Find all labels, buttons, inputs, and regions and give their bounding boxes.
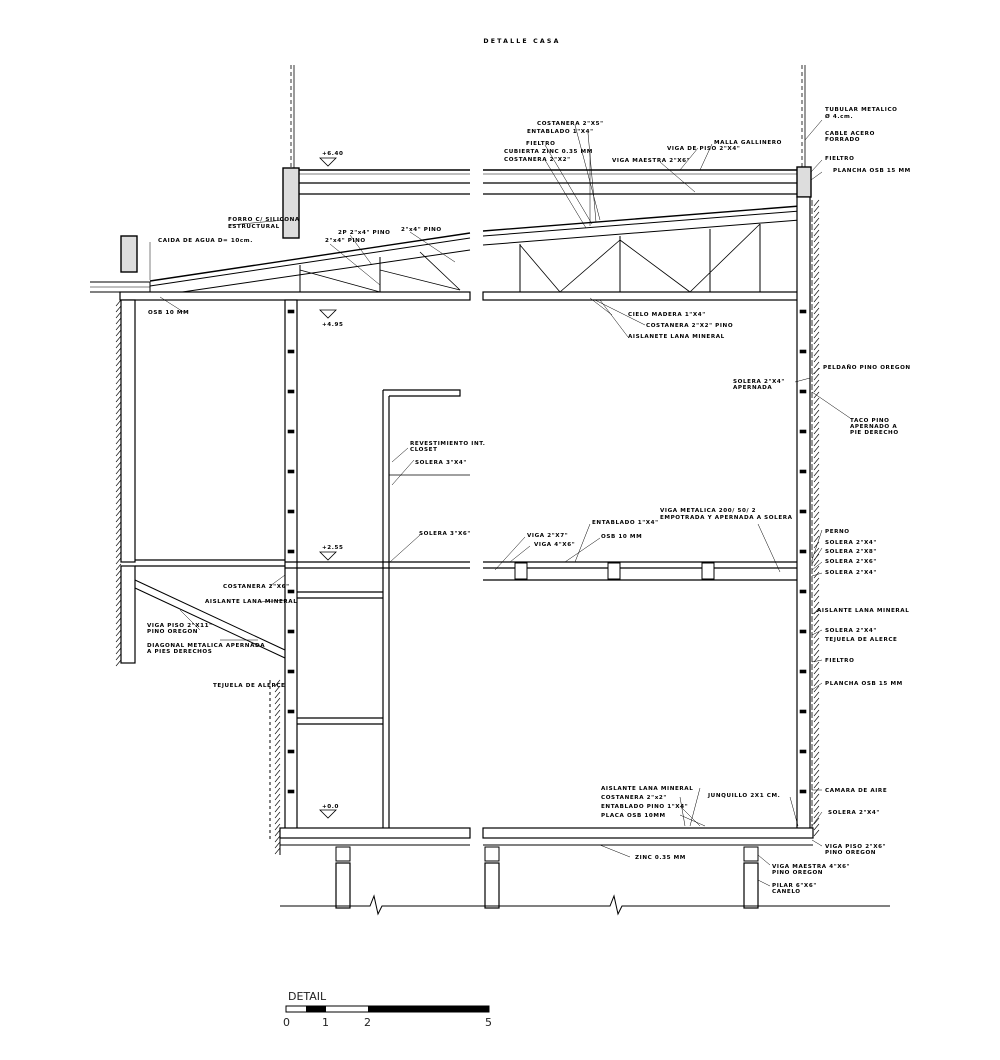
scale-bar: DETAIL 0 1 2 5 — [283, 990, 492, 1029]
label-caida: CAIDA DE AGUA D= 10cm. — [158, 238, 253, 244]
label-fieltro-right: FIELTRO — [825, 658, 854, 664]
label-fieltro-roof: FIELTRO — [526, 141, 555, 147]
label-solera-low: SOLERA 2"X4" — [828, 810, 880, 816]
label-entablado-floor: ENTABLADO PINO 1"X4" — [601, 804, 688, 810]
label-estructural: ESTRUCTURAL — [228, 224, 280, 230]
label-tejuela-left: TEJUELA DE ALERCE — [213, 683, 285, 689]
scale-tick-0: 0 — [283, 1016, 290, 1029]
label-apernada: APERNADA — [733, 385, 772, 391]
label-viga-met-1: VIGA METALICA 200/ 50/ 2 — [660, 508, 756, 514]
label-viga-piso-r1: VIGA PISO 2"X6" — [825, 844, 886, 850]
structure — [90, 65, 890, 916]
label-pilar-2: CANELO — [772, 889, 801, 895]
label-costanera-left: COSTANERA 2"X6" — [223, 584, 290, 590]
label-pino-b: 2"x4" PINO — [325, 238, 366, 244]
label-costanera-floor: COSTANERA 2"x2" — [601, 795, 667, 801]
label-costanera-pino: COSTANERA 2"X2" PINO — [646, 323, 733, 329]
label-peldano: PELDAÑO PINO OREGON — [823, 364, 911, 371]
label-placa-floor: PLACA OSB 10MM — [601, 813, 666, 819]
label-entablado-top: ENTABLADO 1"X4" — [527, 129, 594, 135]
scale-tick-2: 2 — [364, 1016, 371, 1029]
annotations: TUBULAR METALICO Ø 4.cm. CABLE ACERO FOR… — [147, 107, 911, 895]
label-perno: PERNO — [825, 529, 850, 535]
label-solera-3x6: SOLERA 3"X6" — [419, 531, 471, 537]
label-solera-r1: SOLERA 2"X4" — [825, 540, 877, 546]
label-viga-4x6: VIGA 4"X6" — [534, 542, 575, 548]
label-solera-right: SOLERA 2"X4" — [825, 628, 877, 634]
label-aislante-left: AISLANTE LANA MINERAL — [205, 599, 297, 605]
label-aislante-floor: AISLANTE LANA MINERAL — [601, 786, 693, 792]
label-taco-2: APERNADO A — [850, 424, 897, 430]
level-floor: +0.0 — [319, 804, 339, 819]
label-cubierta: CUBIERTA ZINC 0.35 MM — [504, 149, 593, 155]
label-fieltro-top: FIELTRO — [825, 156, 854, 162]
label-costanera-2x5: COSTANERA 2"X5" — [537, 121, 604, 127]
label-forrado: FORRADO — [825, 137, 860, 143]
label-camara: CAMARA DE AIRE — [825, 788, 887, 794]
label-cable: CABLE ACERO — [825, 131, 875, 137]
label-solera-3x4: SOLERA 3"X4" — [415, 460, 467, 466]
label-viga-piso-top: VIGA DE PISO 2"X4" — [667, 146, 740, 152]
svg-text:+6.40: +6.40 — [322, 151, 344, 157]
label-plancha-top: PLANCHA OSB 15 MM — [833, 168, 911, 174]
label-solera-r2: SOLERA 2"X8" — [825, 549, 877, 555]
drawing-title: DETALLE CASA — [483, 38, 560, 45]
svg-text:+2.55: +2.55 — [322, 545, 344, 551]
label-pino-2p: 2P 2"x4" PINO — [338, 230, 391, 236]
label-taco-1: TACO PINO — [850, 418, 890, 424]
scale-label: DETAIL — [288, 990, 327, 1003]
label-forro: FORRO C/ SILICONA — [228, 217, 300, 223]
siding-hatch — [115, 199, 820, 855]
label-osb-left: OSB 10 MM — [148, 310, 189, 316]
svg-text:+4.95: +4.95 — [322, 322, 344, 328]
label-zinc: ZINC 0.35 MM — [635, 855, 686, 861]
label-viga-maestra-b1: VIGA MAESTRA 4"X6" — [772, 864, 850, 870]
label-viga-maestra-top: VIGA MAESTRA 2"X6" — [612, 158, 690, 164]
scale-tick-1: 1 — [322, 1016, 329, 1029]
level-roof: +6.40 — [319, 151, 344, 167]
label-viga-piso-l1: VIGA PISO 2"X11" — [147, 623, 213, 629]
label-osb-mid: OSB 10 MM — [601, 534, 642, 540]
svg-text:+0.0: +0.0 — [322, 804, 339, 810]
level-mezzanine: +2.55 — [319, 545, 344, 561]
label-viga-piso-r2: PINO OREGON — [825, 850, 876, 856]
label-viga-2x7: VIGA 2"X7" — [527, 533, 568, 539]
level-ceiling: +4.95 — [319, 309, 344, 328]
label-tubular: TUBULAR METALICO — [825, 107, 898, 113]
label-solera-r4: SOLERA 2"X4" — [825, 570, 877, 576]
label-viga-met-2: EMPOTRADA Y APERNADA A SOLERA — [660, 515, 793, 521]
label-tubular-dia: Ø 4.cm. — [825, 113, 853, 120]
scale-tick-5: 5 — [485, 1016, 492, 1029]
label-costanera-2x2-top: COSTANERA 2"X2" — [504, 157, 571, 163]
label-taco-3: PIE DERECHO — [850, 430, 899, 436]
level-markers: +6.40 +4.95 +2.55 +0.0 — [319, 151, 344, 819]
label-viga-piso-l2: PINO OREGON — [147, 629, 198, 635]
label-pino-a: 2"x4" PINO — [401, 227, 442, 233]
label-tejuela-right: TEJUELA DE ALERCE — [825, 637, 897, 643]
label-entablado-mid: ENTABLADO 1"X4" — [592, 520, 659, 526]
label-plancha-right: PLANCHA OSB 15 MM — [825, 681, 903, 687]
label-solera-r3: SOLERA 2"X6" — [825, 559, 877, 565]
label-diagonal-2: A PIES DERECHOS — [147, 649, 212, 655]
label-pilar-1: PILAR 6"X6" — [772, 883, 817, 889]
leader-lines — [149, 119, 851, 887]
label-diagonal-1: DIAGONAL METALICA APERNADA — [147, 643, 265, 649]
label-aislante-right: AISLANTE LANA MINERAL — [817, 608, 909, 614]
label-revest-1: REVESTIMIENTO INT. — [410, 441, 486, 447]
label-revest-2: CLOSET — [410, 447, 438, 453]
label-junquillo: JUNQUILLO 2X1 CM. — [707, 793, 780, 799]
label-aislante-ceiling: AISLANETE LANA MINERAL — [628, 334, 725, 340]
label-viga-maestra-b2: PINO OREGON — [772, 870, 823, 876]
label-solera-aper: SOLERA 2"X4" — [733, 379, 785, 385]
label-cielo: CIELO MADERA 1"X4" — [628, 312, 706, 318]
label-malla: MALLA GALLINERO — [714, 140, 782, 146]
